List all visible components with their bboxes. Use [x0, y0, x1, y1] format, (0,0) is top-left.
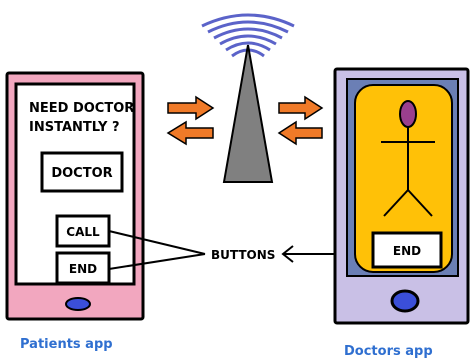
patient-end-button[interactable]: END [55, 251, 111, 285]
patient-end-button-label: END [69, 262, 97, 276]
tower-icon [222, 44, 274, 183]
doctor-caption: Doctors app [344, 344, 433, 359]
patient-call-button-label: CALL [66, 225, 100, 239]
signal-waves-icon [201, 13, 295, 58]
patient-home-button[interactable] [65, 297, 91, 311]
buttons-label: BUTTONS [211, 248, 275, 262]
patient-phone: NEED DOCTOR INSTANTLY ? DOCTOR CALL END [5, 71, 145, 321]
right-arrows [277, 95, 324, 146]
patient-headline-line1: NEED DOCTOR [29, 101, 134, 116]
arrow-left-icon [277, 120, 323, 146]
doctor-phone: END [333, 67, 470, 325]
doctor-end-button-label: END [393, 244, 421, 258]
doctor-head [399, 100, 417, 128]
arrow-right-icon [167, 95, 215, 121]
patient-call-button[interactable]: CALL [55, 214, 111, 248]
patient-doctor-button[interactable]: DOCTOR [40, 151, 124, 193]
doctor-end-button[interactable]: END [371, 231, 443, 269]
arrow-left-icon [166, 120, 214, 146]
left-arrows [166, 95, 215, 146]
doctor-phone-screen [354, 84, 453, 273]
signal-tower [201, 13, 295, 183]
arrow-right-icon [278, 95, 324, 121]
doctor-stick-figure-icon [381, 100, 435, 217]
patient-caption: Patients app [20, 337, 113, 352]
button-connectors [108, 230, 206, 270]
patient-doctor-button-label: DOCTOR [51, 166, 112, 181]
doctor-home-button[interactable] [390, 289, 420, 313]
patient-headline-line2: INSTANTLY ? [29, 120, 120, 135]
